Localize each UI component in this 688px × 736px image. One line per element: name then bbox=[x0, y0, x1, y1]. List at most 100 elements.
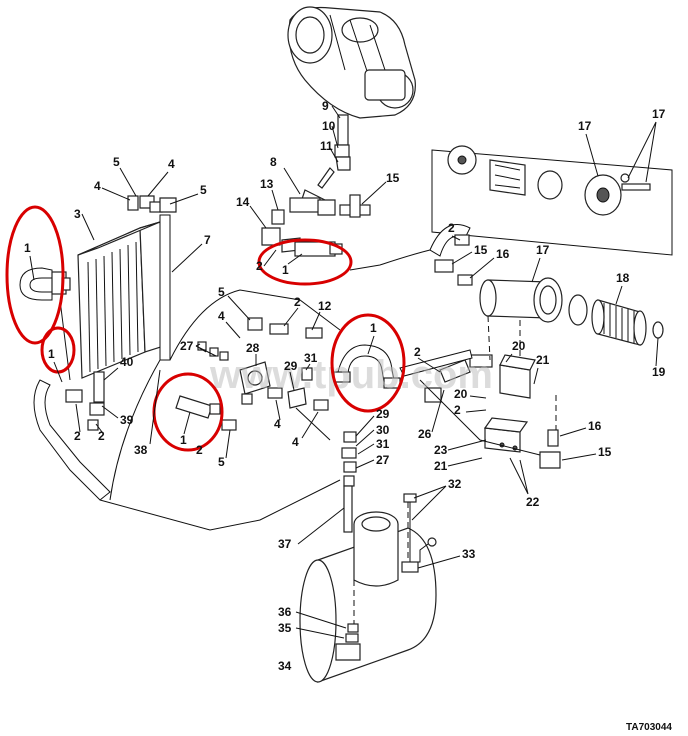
filter-element-18 bbox=[591, 299, 647, 346]
callout-21-b: 21 bbox=[434, 459, 448, 473]
callout-5-b: 5 bbox=[200, 183, 207, 197]
callout-24: 26 bbox=[418, 427, 432, 441]
callout-33: 33 bbox=[462, 547, 476, 561]
callout-27-a: 29 bbox=[284, 359, 298, 373]
drawing-id: TA703044 bbox=[626, 722, 672, 733]
filter-housing-17 bbox=[479, 277, 588, 326]
callout-20-b: 20 bbox=[454, 387, 468, 401]
highlight-circle-left-hose bbox=[5, 205, 65, 345]
callout-2-h: 2 bbox=[454, 403, 461, 417]
exploded-valve-parts bbox=[431, 145, 673, 256]
fittings-center-right bbox=[424, 354, 493, 403]
fittings-27-28 bbox=[267, 367, 329, 411]
callout-3: 3 bbox=[74, 207, 81, 221]
callout-2-b: 2 bbox=[98, 429, 105, 443]
fittings-11-12 bbox=[261, 209, 301, 253]
callout-25: 27 bbox=[180, 339, 194, 353]
callout-38: 38 bbox=[134, 443, 148, 457]
callout-1-center: 1 bbox=[180, 433, 187, 447]
callout-6: 7 bbox=[204, 233, 211, 247]
callout-35: 35 bbox=[278, 621, 292, 635]
callout-5-a: 5 bbox=[113, 155, 120, 169]
callout-4-a: 4 bbox=[94, 179, 101, 193]
drain-fittings-34-36 bbox=[335, 623, 361, 661]
watermark: www.tpub.com bbox=[209, 353, 493, 397]
seal-ring-19 bbox=[652, 321, 664, 339]
hose-right-upper bbox=[429, 224, 473, 286]
callout-27-b: 27 bbox=[376, 453, 390, 467]
callout-28: 31 bbox=[304, 351, 318, 365]
callout-4-c: 4 bbox=[218, 309, 225, 323]
sensor-32-33 bbox=[401, 493, 437, 573]
callout-8: 10 bbox=[322, 119, 336, 133]
tank bbox=[299, 511, 437, 683]
compressor-assembly bbox=[287, 6, 416, 119]
fittings-2-4-5-center bbox=[247, 317, 323, 339]
callout-1-top: 1 bbox=[282, 263, 289, 277]
callout-17-a: 17 bbox=[578, 119, 592, 133]
callout-29: 29 bbox=[376, 407, 390, 421]
tube-6 bbox=[159, 214, 171, 361]
callout-2-f: 2 bbox=[414, 345, 421, 359]
hose-left-lower bbox=[33, 379, 111, 501]
valve-26 bbox=[239, 361, 271, 405]
callout-4-e: 4 bbox=[292, 435, 299, 449]
callout-37: 37 bbox=[278, 537, 292, 551]
plumbing-routes bbox=[59, 150, 557, 624]
elbow-fitting-15-16 bbox=[539, 429, 561, 469]
callout-12: 14 bbox=[236, 195, 250, 209]
callout-34: 34 bbox=[278, 659, 292, 673]
callout-19: 19 bbox=[652, 365, 666, 379]
hose-assembly-top bbox=[294, 241, 343, 257]
highlight-circle-right-u-hose bbox=[330, 313, 406, 413]
callout-9: 11 bbox=[320, 139, 333, 153]
callouts: 1 1 3 4 5 4 5 7 40 39 2 2 38 1 2 5 27 5 bbox=[24, 99, 672, 733]
callout-2-g: 2 bbox=[448, 221, 455, 235]
callout-21-a: 21 bbox=[536, 353, 550, 367]
callout-40: 40 bbox=[120, 355, 134, 369]
callout-2-e: 2 bbox=[256, 259, 263, 273]
callout-2-c: 2 bbox=[196, 443, 203, 457]
hose-straight-center bbox=[175, 395, 237, 431]
callout-7: 9 bbox=[322, 99, 329, 113]
fitting-stack-29-31 bbox=[341, 431, 357, 487]
tee-fitting-14 bbox=[339, 194, 371, 218]
callout-11: 13 bbox=[260, 177, 274, 191]
callout-22: 22 bbox=[526, 495, 540, 509]
mounting-bracket-20 bbox=[499, 354, 536, 399]
callout-26: 28 bbox=[246, 341, 260, 355]
pipe-37 bbox=[343, 485, 353, 533]
callout-16-b: 16 bbox=[588, 419, 602, 433]
callout-15-a: 15 bbox=[474, 243, 488, 257]
fittings-above-cooler bbox=[127, 195, 177, 213]
oil-cooler-3 bbox=[77, 221, 165, 379]
callout-17-b: 17 bbox=[652, 107, 666, 121]
callout-4-b: 4 bbox=[168, 157, 175, 171]
callout-4-d: 4 bbox=[274, 417, 281, 431]
callout-1-right: 1 bbox=[370, 321, 377, 335]
callout-10: 8 bbox=[270, 155, 277, 169]
callout-31: 31 bbox=[376, 437, 390, 451]
callout-14: 15 bbox=[386, 171, 400, 185]
callout-5-d: 5 bbox=[218, 285, 225, 299]
callout-18: 18 bbox=[616, 271, 630, 285]
callout-32: 32 bbox=[448, 477, 462, 491]
fittings-39-40 bbox=[87, 371, 105, 431]
callout-39: 39 bbox=[120, 413, 134, 427]
callout-13: 12 bbox=[318, 299, 332, 313]
callout-36: 36 bbox=[278, 605, 292, 619]
fitting-chain-7-9 bbox=[289, 114, 351, 216]
callout-2-a: 2 bbox=[74, 429, 81, 443]
callout-5-c: 5 bbox=[218, 455, 225, 469]
callout-20-a: 20 bbox=[512, 339, 526, 353]
callout-17-c: 17 bbox=[536, 243, 550, 257]
callout-16-a: 16 bbox=[496, 247, 510, 261]
highlight-circle-top-hose bbox=[257, 238, 353, 286]
callout-1-left-small: 1 bbox=[48, 347, 55, 361]
callout-1-left: 1 bbox=[24, 241, 31, 255]
highlight-circle-left-small bbox=[40, 326, 76, 374]
callout-15-b: 15 bbox=[598, 445, 612, 459]
callout-30: 30 bbox=[376, 423, 390, 437]
callout-2-d: 2 bbox=[294, 295, 301, 309]
